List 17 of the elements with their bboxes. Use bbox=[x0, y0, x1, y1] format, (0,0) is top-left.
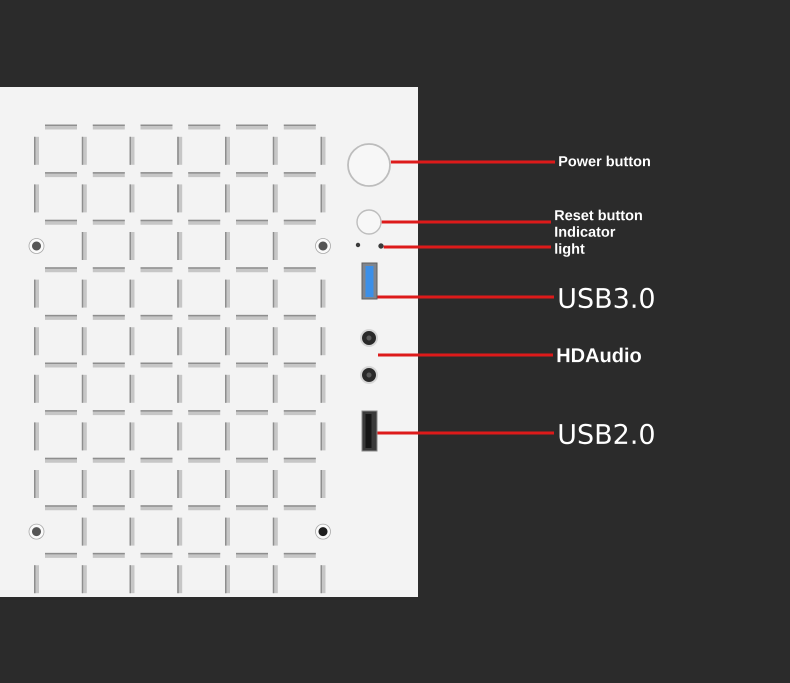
callout-label: Power button bbox=[559, 156, 650, 166]
leader-line bbox=[384, 246, 551, 248]
leader-line bbox=[390, 160, 555, 164]
leader-line bbox=[382, 220, 551, 224]
leader-line bbox=[378, 354, 553, 356]
indicator-light bbox=[378, 243, 384, 249]
usb-port bbox=[362, 262, 378, 300]
usb-port bbox=[362, 410, 378, 452]
callout-label: USB3.0 bbox=[560, 288, 654, 308]
leader-line bbox=[378, 296, 554, 298]
leader-line bbox=[378, 432, 554, 434]
callout-label: Reset button bbox=[555, 210, 642, 220]
reset-button bbox=[356, 209, 382, 235]
callout-label: Indicator light bbox=[555, 226, 616, 257]
callout-label: HDAudio bbox=[558, 348, 641, 362]
callout-label: USB2.0 bbox=[560, 424, 654, 444]
power-button bbox=[347, 143, 391, 187]
